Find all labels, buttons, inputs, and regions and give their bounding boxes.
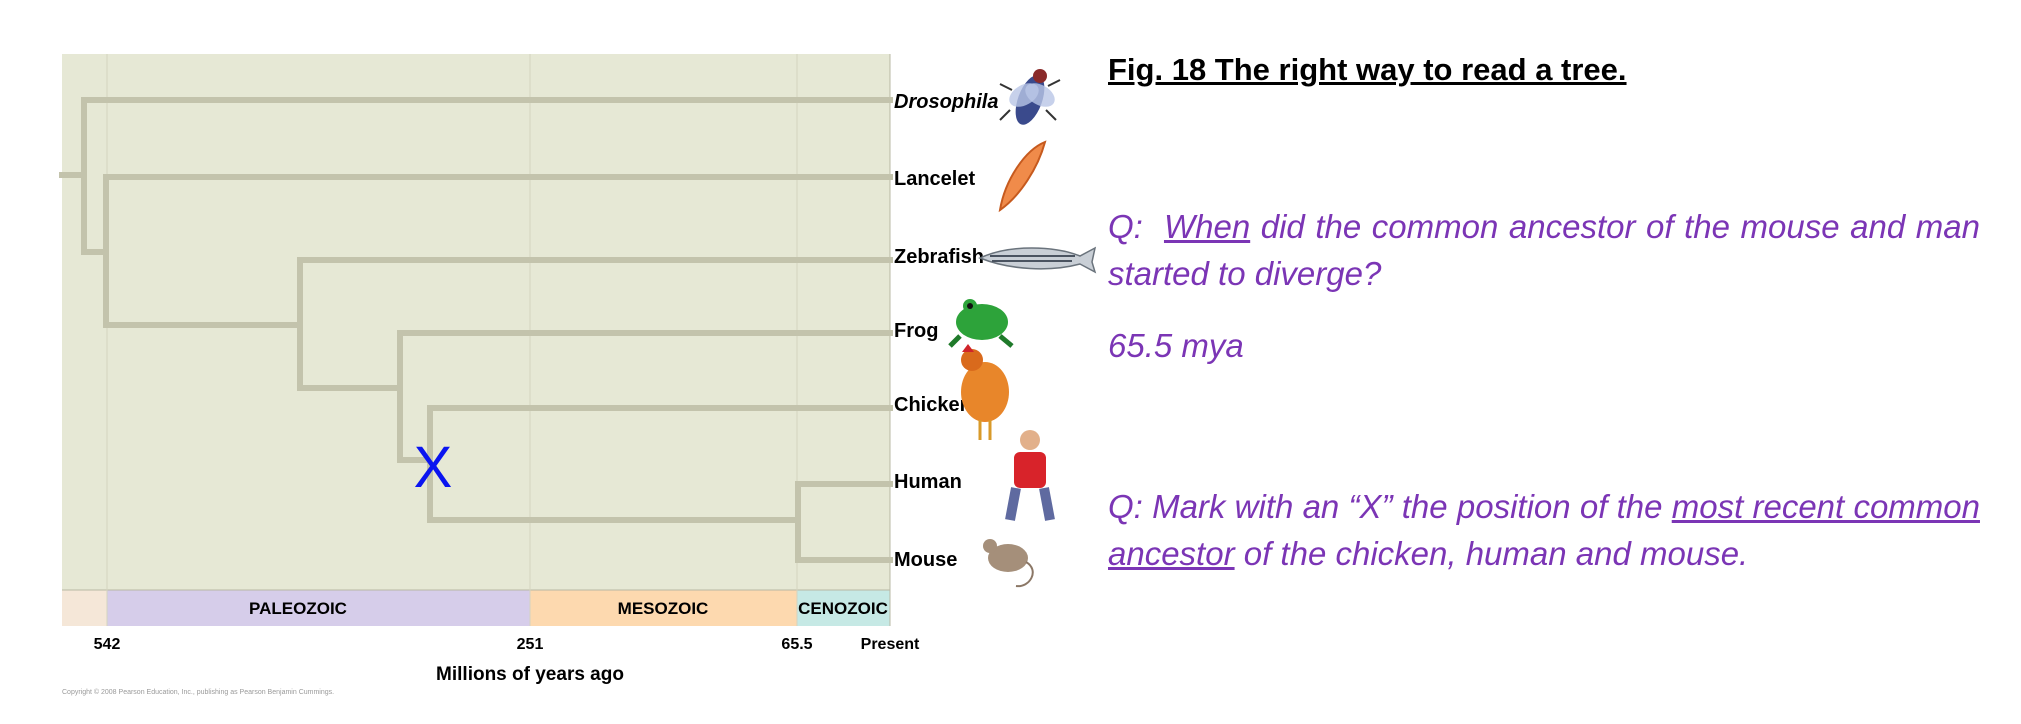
ancestor-x-mark: X [414, 435, 453, 500]
question-1-prefix: Q: [1108, 208, 1164, 245]
taxon-label-lancelet: Lancelet [894, 168, 975, 190]
taxon-label-frog: Frog [894, 320, 938, 342]
taxon-label-drosophila: Drosophila [894, 91, 998, 113]
tick-65-5: 65.5 [781, 636, 812, 653]
era-label-paleozoic: PALEOZOIC [249, 599, 347, 618]
question-2-emphasis: most recent common ancestor [1108, 488, 1980, 572]
question-1-emphasis: When [1163, 208, 1251, 245]
question-2-prefix: Q: Mark with an “X” the position of the [1108, 488, 1672, 525]
answer-1: 65.5 mya [1108, 327, 1244, 364]
frog-icon [948, 299, 1014, 348]
era-bar: PALEOZOIC MESOZOIC CENOZOIC [62, 589, 890, 626]
fruit-fly-icon [999, 69, 1061, 125]
zebrafish-icon [978, 246, 1097, 274]
era-cenozoic [797, 590, 890, 626]
era-mesozoic [530, 590, 797, 626]
era-paleozoic [107, 590, 530, 626]
mouse-icon [983, 539, 1034, 588]
era-label-cenozoic: CENOZOIC [798, 599, 888, 618]
taxon-label-chicken: Chicken [894, 394, 972, 416]
phylogenetic-tree-figure: PALEOZOIC MESOZOIC CENOZOIC Drosophila L… [59, 54, 1097, 696]
era-label-mesozoic: MESOZOIC [618, 599, 709, 618]
tick-251: 251 [517, 636, 544, 653]
chicken-icon [961, 344, 1009, 440]
question-1-rest: did the common ancestor of the mouse and… [1108, 208, 1980, 292]
lancelet-icon [998, 140, 1047, 213]
human-icon [1005, 430, 1055, 521]
era-pre [62, 590, 107, 626]
taxon-label-mouse: Mouse [894, 549, 957, 571]
question-1: Q: When did the common ancestor of the m… [1108, 203, 1980, 297]
axis-title: Millions of years ago [436, 664, 624, 685]
tick-present: Present [861, 636, 920, 653]
tree-branches [59, 97, 893, 563]
question-2-rest: of the chicken, human and mouse. [1234, 535, 1749, 572]
tick-542: 542 [94, 636, 121, 653]
taxon-label-zebrafish: Zebrafish [894, 246, 984, 268]
question-2: Q: Mark with an “X” the position of the … [1108, 483, 1980, 577]
figure-title: Fig. 18 The right way to read a tree. [1108, 52, 1627, 87]
taxon-label-human: Human [894, 471, 962, 493]
copyright-note: Copyright © 2008 Pearson Education, Inc.… [62, 688, 334, 696]
